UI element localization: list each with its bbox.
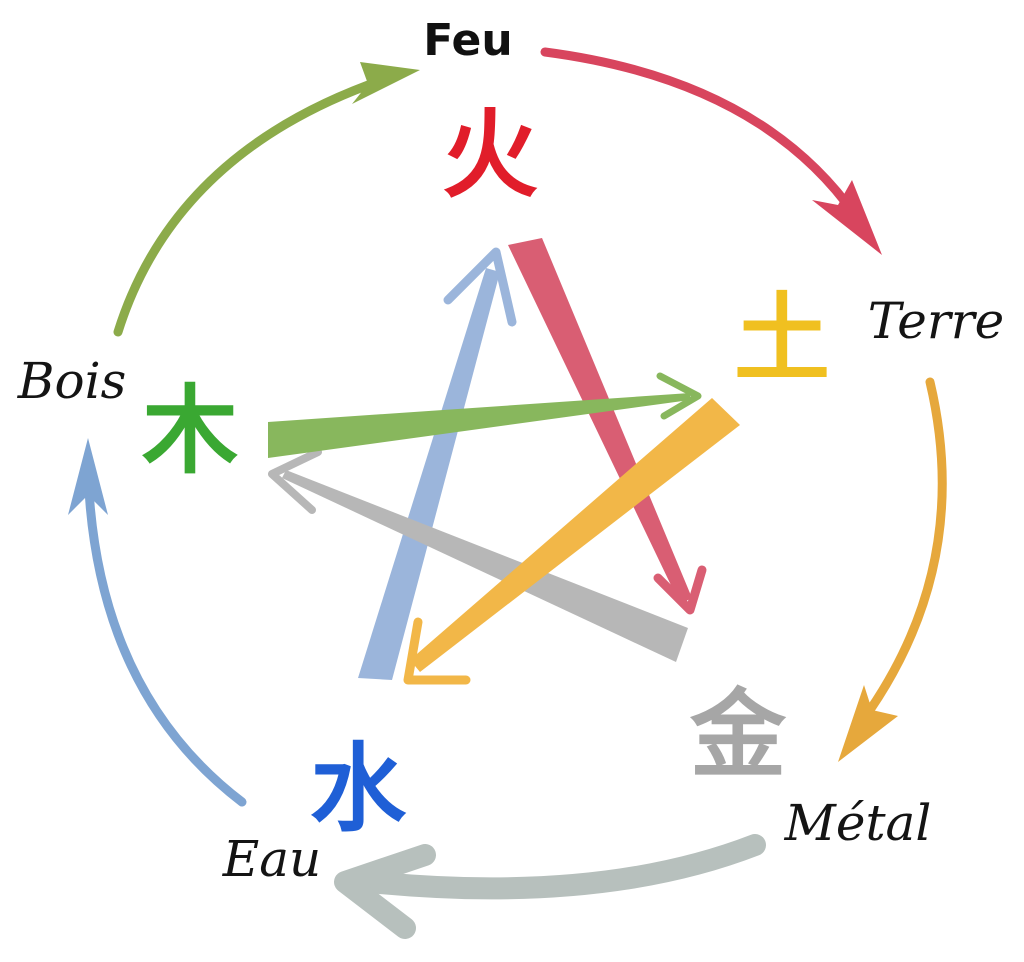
arrowhead-water-to-fire bbox=[443, 247, 517, 327]
label-wood: Bois bbox=[17, 352, 127, 410]
label-fire: Feu bbox=[423, 15, 512, 66]
label-water: Eau bbox=[222, 830, 322, 888]
arrowhead-metal-to-wood bbox=[268, 448, 322, 514]
arrow-fire-to-metal bbox=[508, 238, 692, 604]
arrowhead-fire-to-earth bbox=[812, 180, 882, 255]
label-earth: Terre bbox=[868, 292, 1004, 350]
arrow-wood-to-fire bbox=[113, 73, 393, 337]
arrowhead-water-to-wood bbox=[68, 438, 108, 515]
arrow-metal-to-water bbox=[359, 834, 766, 900]
element-glyphs: 火 土 金 水 木 bbox=[142, 99, 830, 845]
generating-cycle bbox=[68, 47, 947, 939]
arrow-water-to-fire bbox=[358, 268, 500, 680]
element-labels: Feu Terre Métal Eau Bois bbox=[17, 15, 1004, 888]
arrowhead-earth-to-metal bbox=[838, 685, 898, 762]
metal-character-icon: 金 bbox=[689, 679, 787, 791]
earth-character-icon: 土 bbox=[734, 283, 830, 395]
arrow-wood-to-earth bbox=[268, 393, 690, 458]
arrowhead-earth-to-water bbox=[403, 617, 471, 685]
arrow-fire-to-earth bbox=[540, 47, 860, 220]
fire-character-icon: 火 bbox=[442, 99, 538, 211]
arrowhead-wood-to-earth bbox=[656, 372, 702, 420]
arrowhead-metal-to-water bbox=[334, 844, 436, 939]
arrow-water-to-wood bbox=[83, 465, 247, 807]
arrowhead-fire-to-metal bbox=[653, 565, 707, 615]
label-metal: Métal bbox=[784, 794, 932, 852]
arrowhead-wood-to-fire bbox=[352, 62, 420, 104]
controlling-cycle bbox=[268, 238, 740, 685]
water-character-icon: 水 bbox=[310, 733, 407, 845]
arrow-metal-to-wood bbox=[282, 470, 688, 662]
arrow-earth-to-water bbox=[410, 398, 740, 672]
wood-character-icon: 木 bbox=[142, 375, 238, 487]
arrow-earth-to-metal bbox=[865, 377, 947, 715]
